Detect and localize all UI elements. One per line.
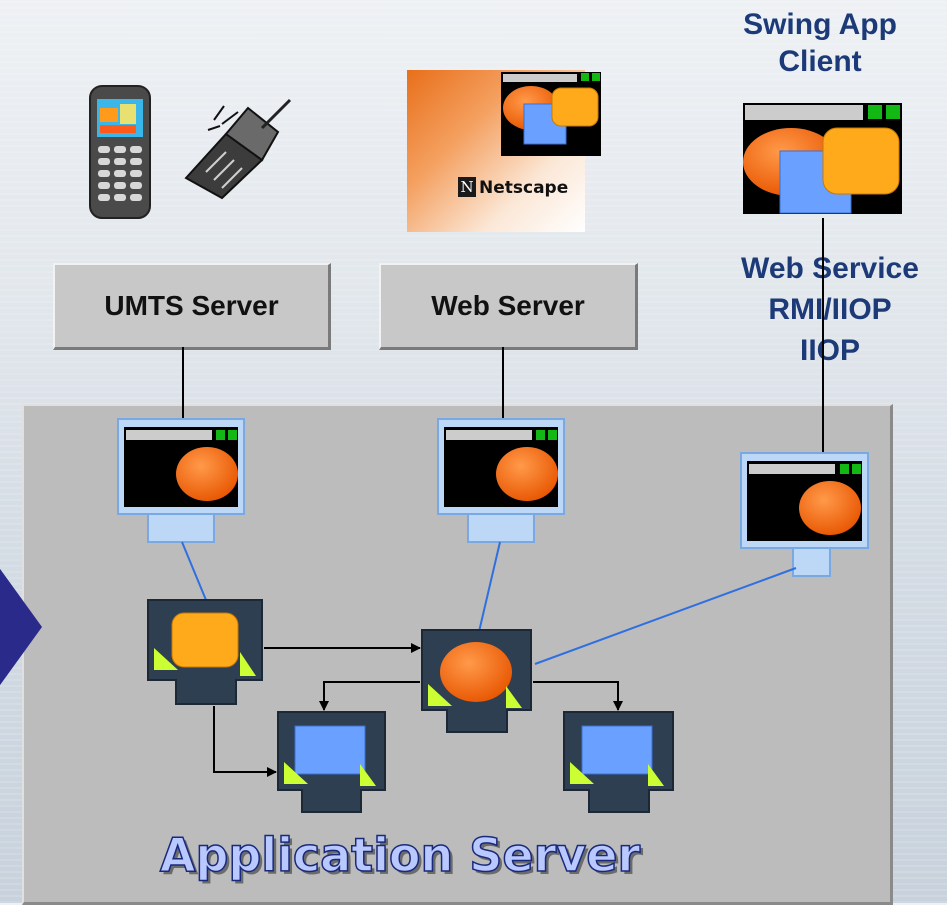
web-server-box: Web Server bbox=[379, 263, 638, 350]
monitor-icon-left bbox=[117, 418, 245, 543]
blue-connector-middle bbox=[477, 541, 501, 637]
component-icon-orange bbox=[147, 599, 263, 705]
web-service-line-3: IIOP bbox=[799, 334, 860, 367]
umts-server-box: UMTS Server bbox=[53, 263, 331, 350]
monitor-icon-middle bbox=[437, 418, 565, 543]
umts-server-label: UMTS Server bbox=[104, 290, 279, 321]
blue-connector-right bbox=[534, 567, 797, 665]
netscape-window-icon bbox=[501, 72, 601, 156]
arrow-oval-to-blue-left bbox=[319, 681, 420, 711]
netscape-label: Netscape bbox=[479, 178, 569, 198]
swing-app-line-1: Swing App bbox=[743, 8, 897, 41]
web-service-line-2: RMI/IIOP bbox=[768, 293, 892, 326]
component-icon-blue-right bbox=[563, 711, 674, 813]
component-icon-oval bbox=[421, 629, 532, 733]
arrow-oval-to-blue-right bbox=[533, 681, 623, 711]
mobile-phone-icon bbox=[89, 85, 151, 219]
swing-app-client-label: Swing App Client bbox=[700, 6, 940, 80]
left-arrow-icon bbox=[0, 555, 42, 699]
application-server-title: Application Server bbox=[159, 827, 641, 883]
monitor-icon-right bbox=[740, 452, 869, 577]
blue-connector-left bbox=[181, 541, 207, 601]
web-server-label: Web Server bbox=[431, 290, 585, 321]
netscape-logo-icon: N bbox=[458, 177, 476, 197]
component-icon-blue-left bbox=[277, 711, 386, 813]
flip-phone-icon bbox=[184, 98, 292, 200]
web-service-line-1: Web Service bbox=[741, 252, 919, 285]
swing-client-window-icon bbox=[743, 103, 902, 214]
web-service-label: Web Service RMI/IIOP IIOP bbox=[700, 248, 947, 371]
swing-app-line-2: Client bbox=[778, 45, 862, 78]
arrow-orange-to-blue-left bbox=[213, 706, 277, 777]
